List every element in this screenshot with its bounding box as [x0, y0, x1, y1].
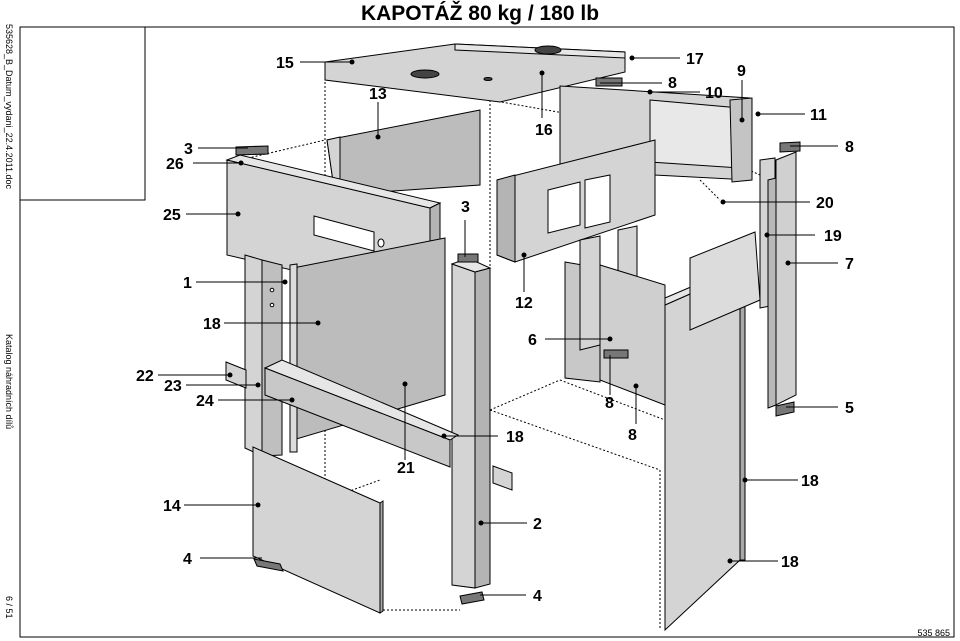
drawing-frame [19, 26, 955, 638]
callout-20: 20 [816, 195, 834, 212]
callout-labels: 15 17 8 9 10 11 13 16 3 26 8 25 3 20 19 … [136, 51, 854, 605]
callout-5: 18 [506, 429, 524, 446]
right-side-panel [775, 151, 797, 406]
callout-10: 10 [705, 85, 723, 102]
callout-25: 25 [163, 207, 181, 224]
side-frame [689, 231, 761, 331]
callout-12: 12 [515, 295, 533, 312]
right-front-post [451, 263, 476, 589]
callout-18-right: 18 [801, 473, 819, 490]
callout-13: 13 [369, 86, 387, 103]
callout-18-left: 18 [203, 316, 221, 333]
callout-11: 11 [810, 107, 827, 124]
callout-16: 16 [535, 122, 553, 139]
callout-9: 9 [737, 63, 746, 80]
callout-8-top: 8 [668, 75, 677, 92]
callout-19: 19 [824, 228, 842, 245]
callout-14: 14 [163, 498, 181, 515]
page-title: KAPOTÁŽ 80 kg / 180 lb [360, 2, 600, 25]
callout-4-left: 4 [183, 551, 192, 568]
callout-4-right: 4 [533, 588, 542, 605]
left-bracket [225, 361, 247, 389]
right-side-door [664, 271, 741, 632]
callout-24: 24 [196, 393, 214, 410]
callout-6: 6 [528, 332, 537, 349]
front-door-panel [252, 446, 381, 614]
callout-15: 15 [276, 55, 294, 72]
callout-8-right-top: 8 [845, 139, 854, 156]
callout-21: 8 [628, 427, 637, 444]
leader-dots [227, 55, 791, 564]
callout-26: 26 [166, 156, 184, 173]
callout-3-mid: 3 [461, 199, 470, 216]
callout-18-center: 21 [397, 460, 415, 477]
callout-2: 2 [533, 516, 542, 533]
callout-22: 22 [136, 368, 154, 385]
callout-8-center: 8 [605, 395, 614, 412]
figure-number: 535 865 [917, 628, 950, 638]
callout-8-right-bottom: 5 [845, 400, 854, 417]
callout-7: 7 [845, 256, 854, 273]
leader-lines [158, 57, 838, 596]
callout-23: 23 [164, 378, 182, 395]
callout-3-left: 3 [184, 141, 193, 158]
callout-18-bottom: 18 [781, 554, 799, 571]
callout-1: 1 [183, 275, 192, 292]
title-block [19, 26, 146, 201]
left-front-post [244, 254, 263, 457]
cabinet-panels [225, 43, 801, 632]
callout-17: 17 [686, 51, 704, 68]
